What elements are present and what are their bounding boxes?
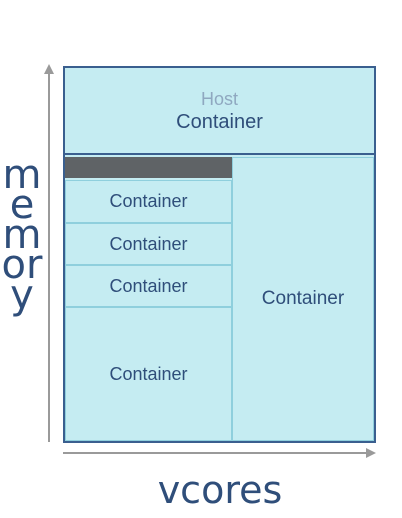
x-axis-line	[63, 452, 368, 454]
y-axis-label: memory	[1, 152, 43, 318]
container-2: Container	[65, 223, 232, 265]
host-container-label: Container	[176, 110, 263, 133]
container-5: Container	[232, 157, 374, 441]
x-axis-arrow-icon	[366, 448, 376, 458]
host-top-container: Host Container	[65, 68, 374, 155]
container-4: Container	[65, 307, 232, 441]
container-3: Container	[65, 265, 232, 307]
container-label: Container	[109, 233, 188, 254]
host-label: Host	[200, 88, 238, 109]
container-label: Container	[109, 363, 188, 384]
y-axis-line	[48, 72, 50, 442]
container-label: Container	[109, 275, 188, 296]
y-axis-arrow-icon	[44, 64, 54, 74]
container-label: Container	[261, 288, 345, 309]
container-1: Container	[65, 180, 232, 223]
reserved-memory-block	[65, 157, 232, 178]
container-label: Container	[109, 191, 188, 211]
x-axis-label: vcores	[157, 468, 283, 512]
